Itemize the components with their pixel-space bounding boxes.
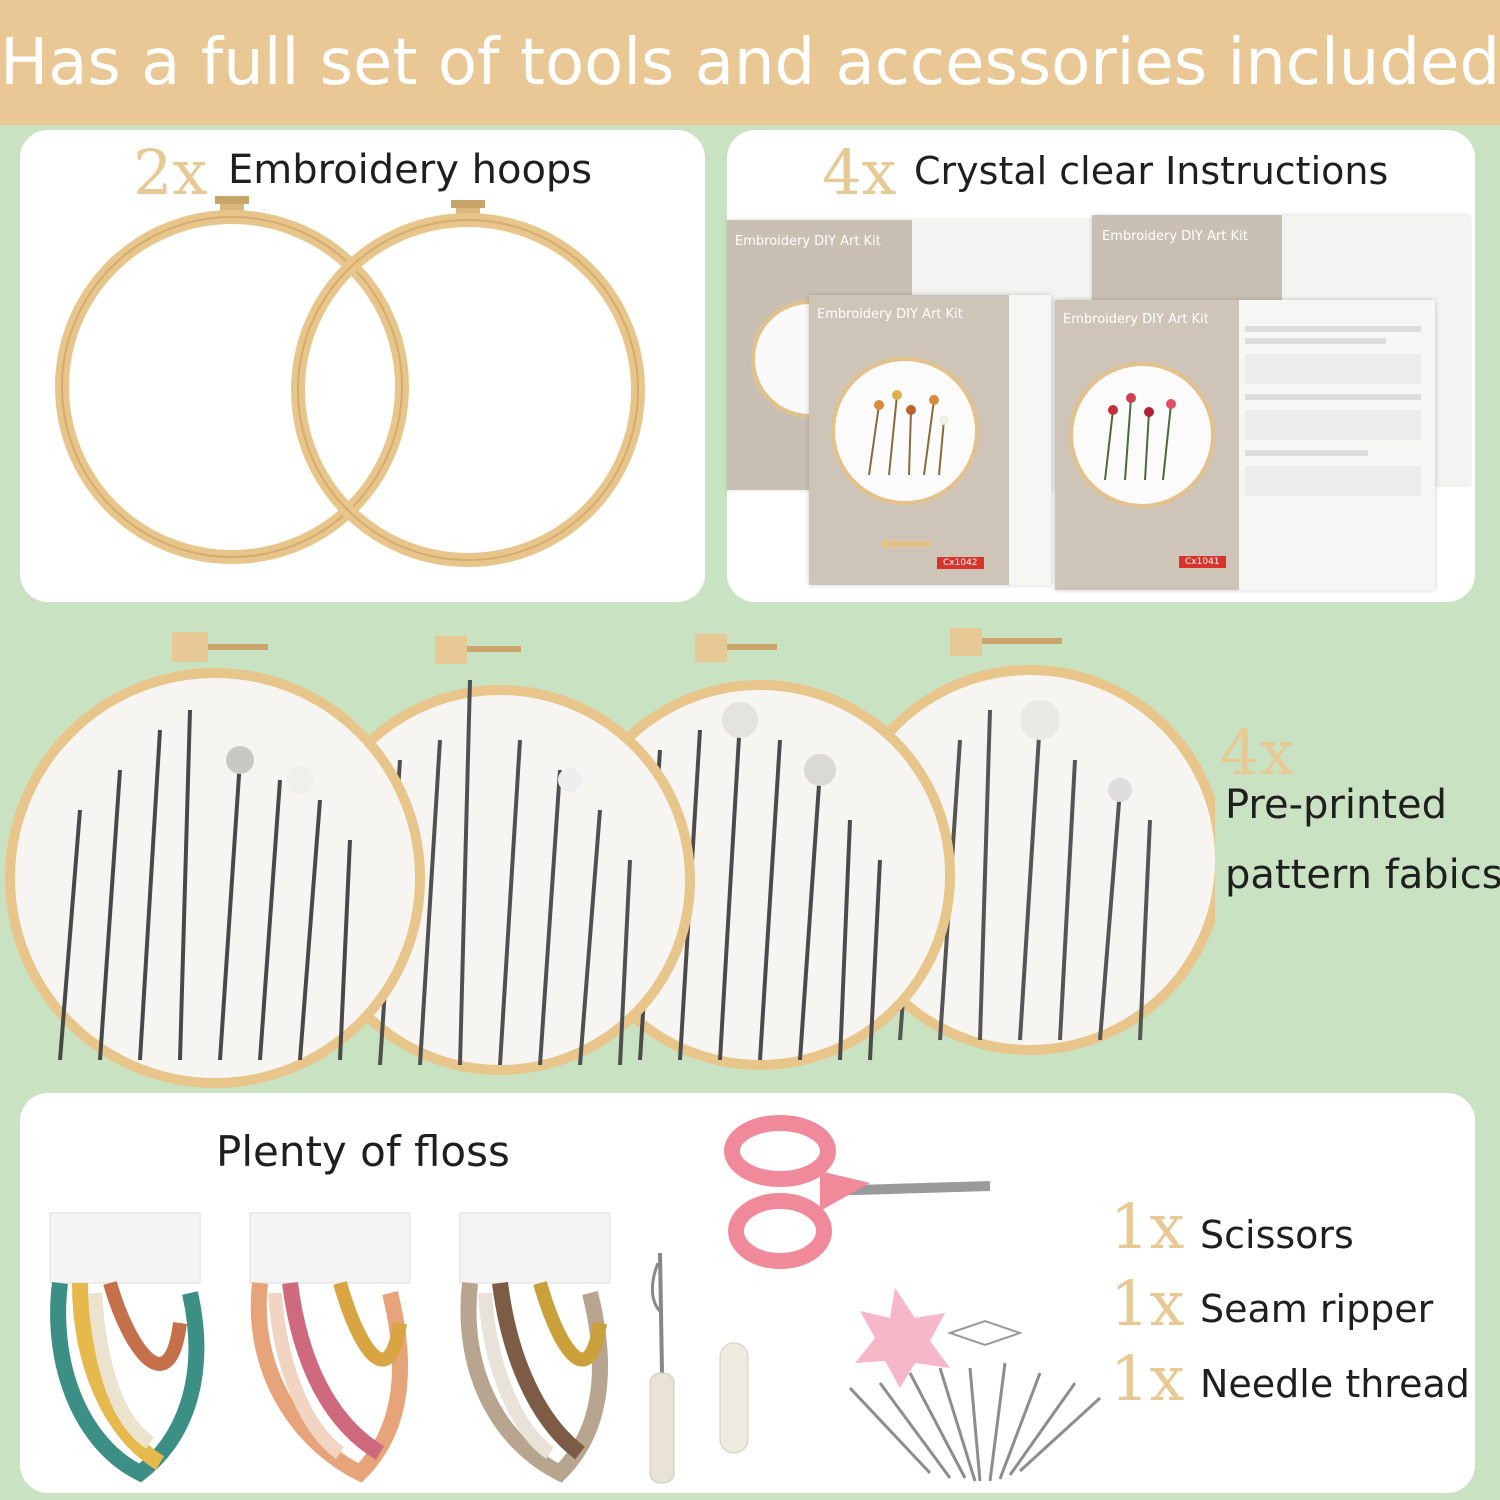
scissors-qty: 1x [1110,1190,1185,1263]
fabrics-label-line1: Pre-printed [1225,782,1448,828]
sheet-title: Embroidery DIY Art Kit [817,307,963,322]
fabric-hoop-1 [5,632,425,1088]
instruction-sheet: Embroidery DIY Art Kit Cx1041 [1055,300,1435,590]
floss-illustration [49,1212,611,1483]
hoop-left [55,196,409,564]
needle-thread-label: Needle thread [1200,1362,1470,1406]
hoops-qty: 2x [133,136,208,209]
header-banner: Has a full set of tools and accessories … [0,0,1500,125]
seam-ripper-qty: 1x [1110,1267,1185,1340]
hoops-label: Embroidery hoops [228,147,593,193]
instructions-label: Crystal clear Instructions [914,149,1389,193]
sheet-code: Cx1041 [1179,556,1226,568]
floral-pattern-icon [868,390,949,476]
sheet-title: Embroidery DIY Art Kit [735,234,881,249]
sheet-code: Cx1042 [937,557,984,569]
sheet-title: Embroidery DIY Art Kit [1102,229,1248,244]
hoop-right [291,200,645,567]
needle-thread-icon [848,1288,1102,1482]
seam-ripper-icon [649,1252,749,1484]
tools-card: Plenty of floss [20,1093,1475,1493]
hoops-card: 2x Embroidery hoops [20,130,705,602]
floss-palette-2 [249,1212,411,1483]
pattern-fabrics-illustration [5,628,1215,1088]
floss-label: Plenty of floss [216,1127,510,1176]
floss-palette-3 [459,1212,611,1483]
instruction-sheets: Embroidery DIY Art Kit Embroidery DIY Ar… [727,215,1475,590]
banner-title: Has a full set of tools and accessories … [0,25,1500,100]
needle-thread-qty: 1x [1110,1342,1185,1415]
floss-palette-1 [49,1212,205,1483]
floral-pattern-icon [1104,393,1176,481]
fabrics-label-line2: pattern fabics [1225,852,1500,898]
scissors-icon [724,1115,991,1269]
instructions-qty: 4x [822,136,897,209]
sheet-title: Embroidery DIY Art Kit [1063,312,1209,327]
scissors-label: Scissors [1200,1213,1354,1257]
instruction-sheet: Embroidery DIY Art Kit Cx1042 [809,295,1051,585]
seam-ripper-label: Seam ripper [1200,1287,1434,1331]
instructions-card: 4x Crystal clear Instructions Embroidery… [727,130,1475,602]
fabrics-qty: 4x [1220,716,1295,789]
hoops-illustration [55,196,645,567]
